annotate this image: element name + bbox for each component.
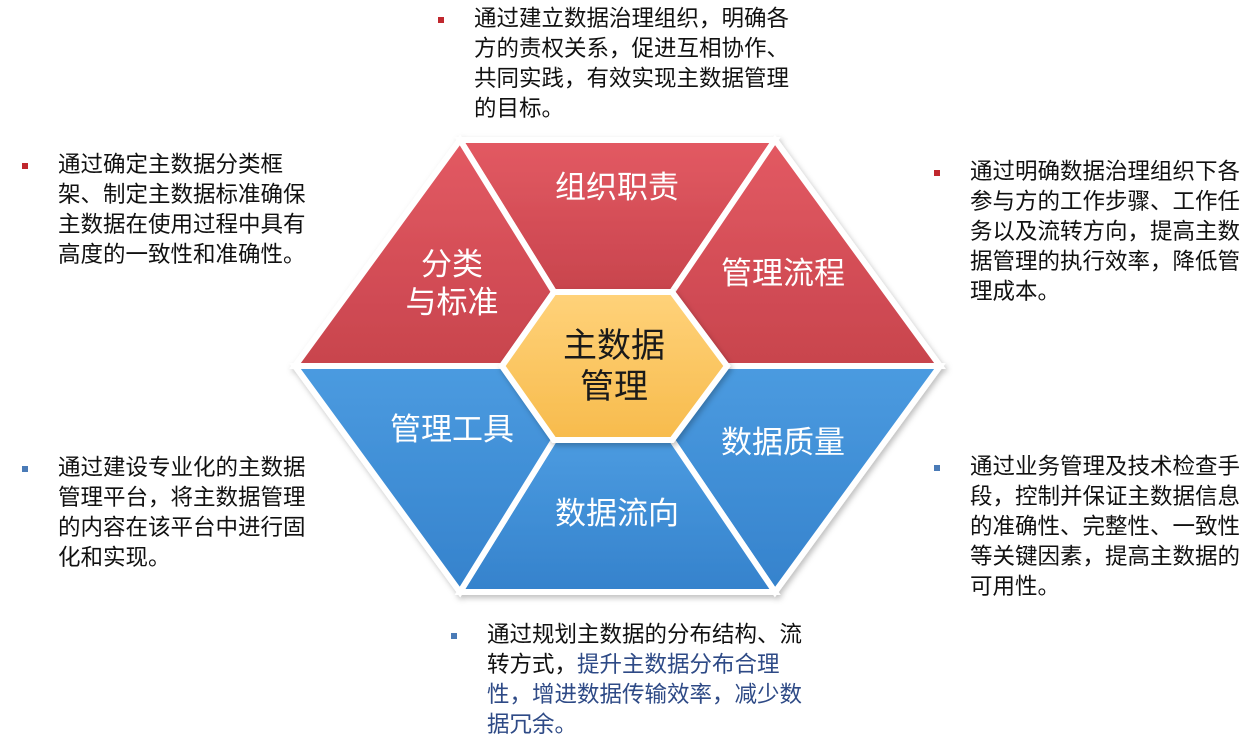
label-flow: 管理流程 — [721, 256, 845, 292]
desc-classify: 通过确定主数据分类框架、制定主数据标准确保主数据在使用过程中具有高度的一致性和准… — [22, 150, 308, 270]
label-data-flow: 数据流向 — [555, 496, 679, 532]
center-label-line1: 主数据 — [563, 326, 665, 366]
label-classify-line1: 分类 — [421, 247, 483, 283]
blue-bullet-icon — [451, 633, 457, 639]
blue-bullet-icon — [22, 466, 28, 472]
label-tools: 管理工具 — [390, 412, 514, 448]
label-quality: 数据质量 — [721, 425, 845, 461]
desc-tools: 通过建设专业化的主数据管理平台，将主数据管理的内容在该平台中进行固化和实现。 — [22, 453, 308, 573]
label-classify-line2: 与标准 — [406, 285, 499, 321]
red-bullet-icon — [438, 17, 444, 23]
red-bullet-icon — [22, 163, 28, 169]
center-label-line2: 管理 — [580, 367, 648, 407]
desc-flow: 通过明确数据治理组织下各参与方的工作步骤、工作任务以及流转方向，提高主数据管理的… — [934, 157, 1253, 307]
center-hexagon — [498, 289, 731, 443]
label-org: 组织职责 — [555, 170, 679, 206]
desc-org: 通过建立数据治理组织，明确各方的责权关系，促进互相协作、共同实践，有效实现主数据… — [438, 4, 792, 124]
red-bullet-icon — [934, 170, 940, 176]
blue-bullet-icon — [934, 465, 940, 471]
desc-data-flow: 通过规划主数据的分布结构、流转方式，提升主数据分布合理性，增进数据传输效率，减少… — [451, 620, 805, 740]
desc-quality: 通过业务管理及技术检查手段，控制并保证主数据信息的准确性、完整性、一致性等关键因… — [934, 452, 1244, 602]
